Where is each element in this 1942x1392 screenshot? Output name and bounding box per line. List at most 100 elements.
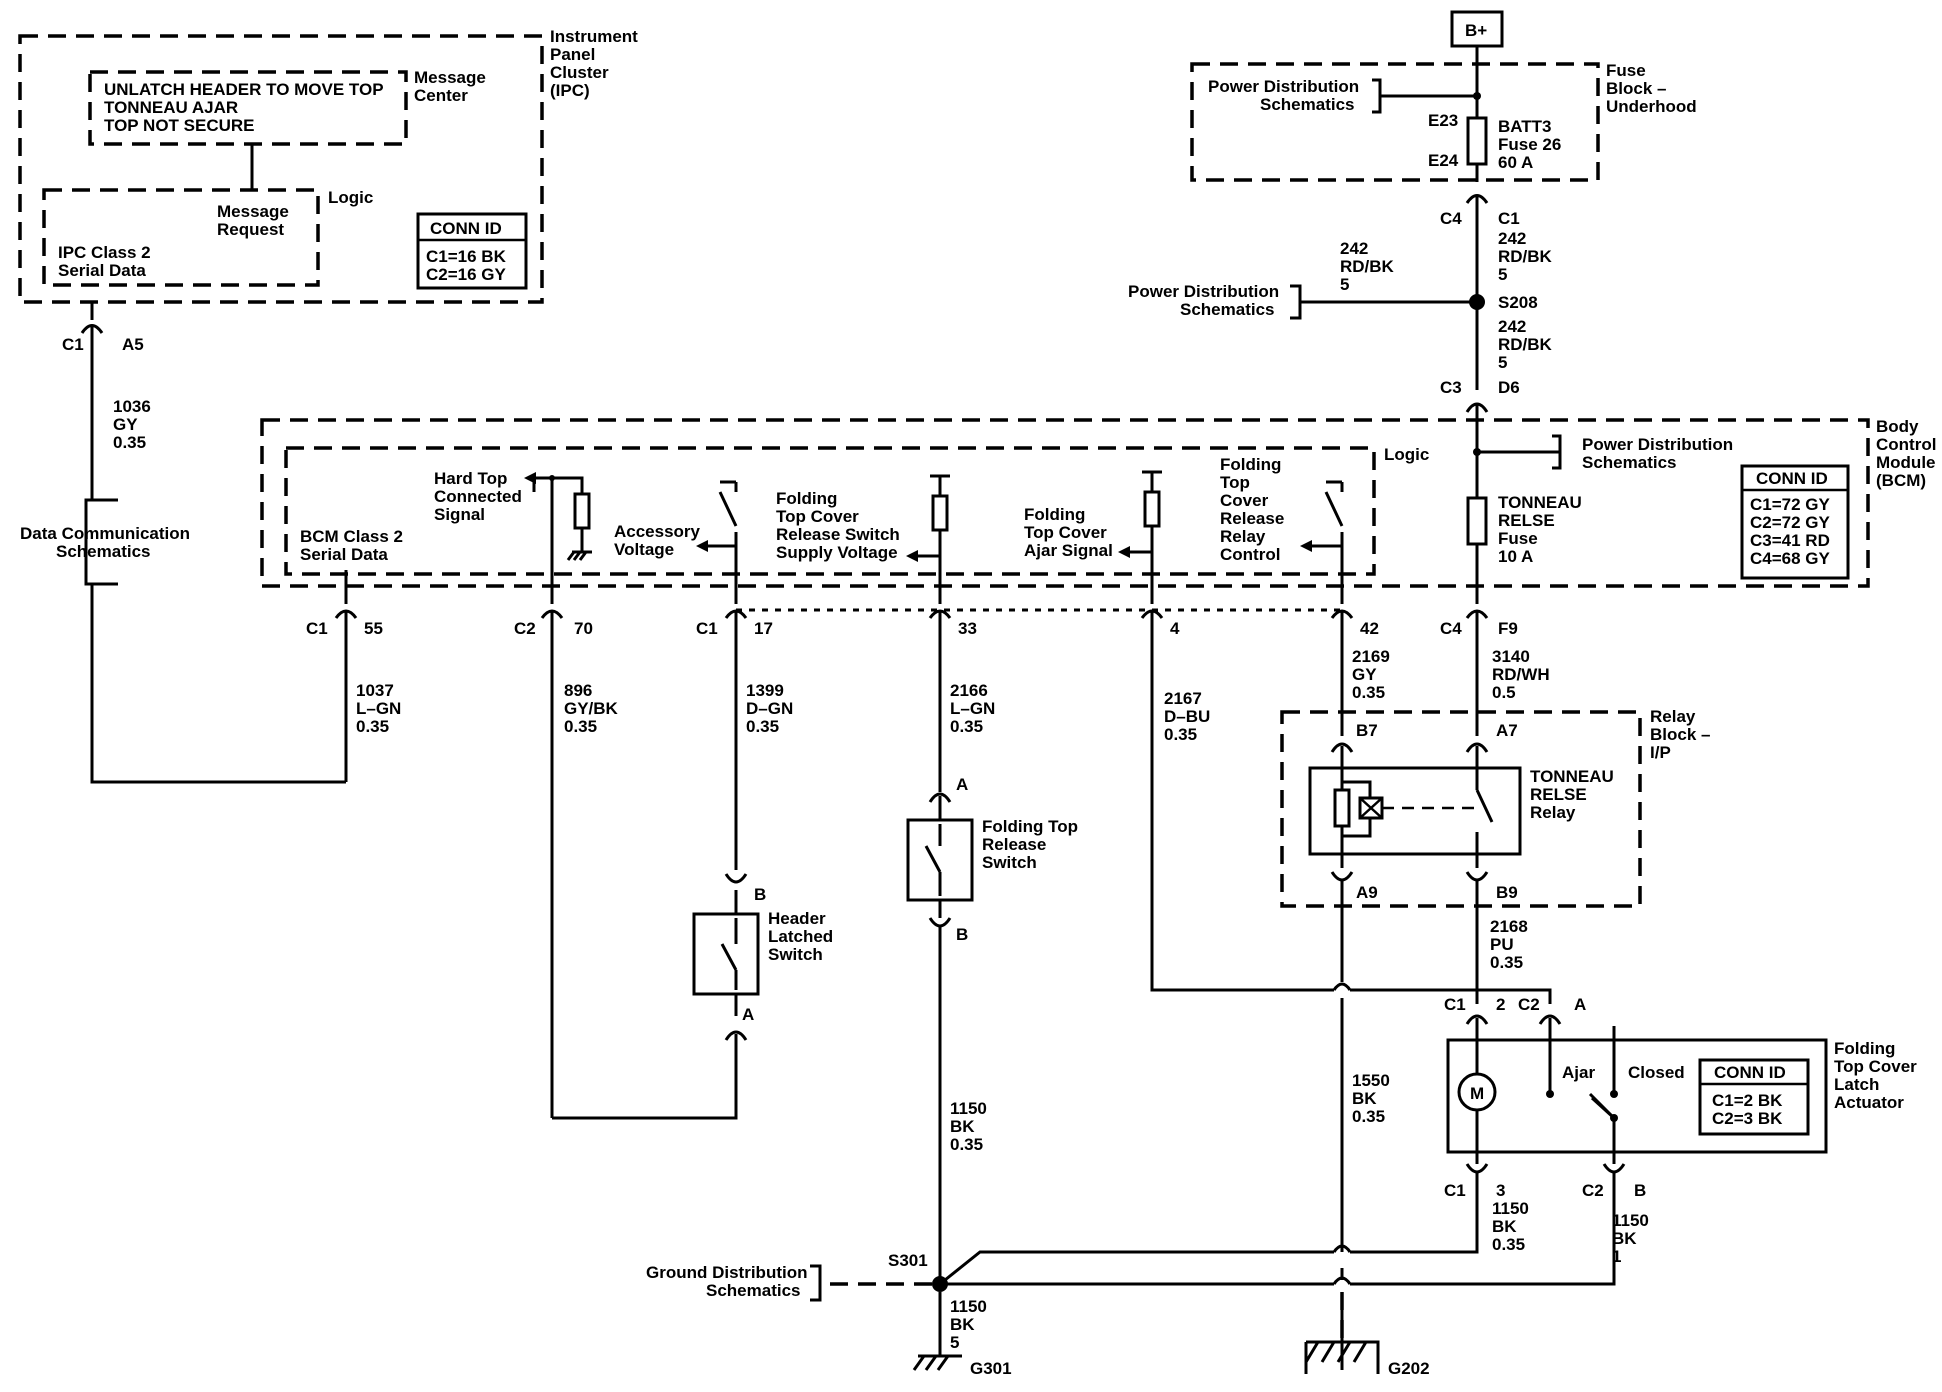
svg-text:Actuator: Actuator: [1834, 1093, 1904, 1112]
release-supply-line: [912, 474, 950, 604]
svg-text:Power Distribution: Power Distribution: [1128, 282, 1279, 301]
svg-text:Relay: Relay: [1530, 803, 1576, 822]
svg-text:RD/WH: RD/WH: [1492, 665, 1550, 684]
svg-text:5: 5: [1340, 275, 1349, 294]
svg-text:TONNEAU: TONNEAU: [1498, 493, 1582, 512]
svg-text:Panel: Panel: [550, 45, 595, 64]
svg-text:Release: Release: [982, 835, 1046, 854]
actuator-top-connectors: [1465, 1014, 1562, 1025]
svg-text:C4: C4: [1440, 619, 1462, 638]
svg-text:Top: Top: [1220, 473, 1250, 492]
svg-text:4: 4: [1170, 619, 1180, 638]
ajar-signal-arrow-icon: [1118, 546, 1130, 558]
relay-block-title: Relay Block – I/P: [1650, 707, 1710, 762]
svg-text:5: 5: [950, 1333, 959, 1352]
relay-bottom-connectors: [1330, 854, 1489, 882]
svg-text:Folding: Folding: [1834, 1039, 1895, 1058]
svg-text:Underhood: Underhood: [1606, 97, 1697, 116]
wire-1150c-label: 1150 BK 1: [1612, 1211, 1649, 1266]
svg-text:1: 1: [1612, 1247, 1621, 1266]
release-supply-resistor: [931, 494, 949, 532]
tonneau-relse-fuse: [1466, 496, 1488, 546]
svg-text:0.35: 0.35: [1352, 1107, 1385, 1126]
svg-text:C3=41 RD: C3=41 RD: [1750, 531, 1830, 550]
svg-text:Center: Center: [414, 86, 468, 105]
svg-text:Top Cover: Top Cover: [776, 507, 859, 526]
wire-2167-label: 2167 D–BU 0.35: [1164, 689, 1210, 744]
relay-contact: [1475, 768, 1494, 854]
svg-text:0.35: 0.35: [1490, 953, 1523, 972]
wire-1150a-label: 1150 BK 0.35: [950, 1099, 987, 1154]
bcm-connector-17: C1 17: [696, 609, 773, 870]
svg-text:Fuse: Fuse: [1498, 529, 1538, 548]
svg-text:Ground Distribution: Ground Distribution: [646, 1263, 807, 1282]
svg-text:Instrument: Instrument: [550, 27, 638, 46]
actuator-pin-a: A: [1574, 995, 1586, 1014]
hard-top-resistor: [573, 492, 591, 530]
svg-text:1037: 1037: [356, 681, 394, 700]
ipc-serial-data-label: IPC Class 2 Serial Data: [58, 243, 151, 280]
svg-text:BK: BK: [950, 1315, 975, 1334]
svg-text:Request: Request: [217, 220, 284, 239]
svg-text:CONN ID: CONN ID: [1714, 1063, 1786, 1082]
svg-text:GY: GY: [113, 415, 138, 434]
actuator-pin-c1-bottom: C1: [1444, 1181, 1466, 1200]
svg-text:Release: Release: [1220, 509, 1284, 528]
splice-s301: [932, 1276, 948, 1292]
svg-text:Switch: Switch: [768, 945, 823, 964]
bcm-module-outline: [260, 418, 1870, 588]
svg-text:Top Cover: Top Cover: [1834, 1057, 1917, 1076]
wire-1150d-label: 1150 BK 5: [950, 1297, 987, 1352]
fuse-block-pd-ref: Power Distribution Schematics: [1208, 77, 1359, 114]
svg-text:Module: Module: [1876, 453, 1936, 472]
actuator-title: Folding Top Cover Latch Actuator: [1834, 1039, 1917, 1112]
svg-text:TONNEAU AJAR: TONNEAU AJAR: [104, 98, 238, 117]
svg-text:0.35: 0.35: [950, 717, 983, 736]
relay-pin-b7: B7: [1356, 721, 1378, 740]
bcm-serial-data-label: BCM Class 2 Serial Data: [300, 527, 403, 564]
svg-text:RELSE: RELSE: [1498, 511, 1555, 530]
svg-text:Block –: Block –: [1650, 725, 1710, 744]
svg-text:Control: Control: [1220, 545, 1280, 564]
wire-1037-label: 1037 L–GN 0.35: [356, 681, 401, 736]
wire-1150a-path: [928, 917, 952, 1284]
release-supply-arrow-icon: [906, 550, 918, 562]
g301-ground-icon: [912, 1292, 962, 1371]
svg-text:(IPC): (IPC): [550, 81, 590, 100]
svg-text:C1=16 BK: C1=16 BK: [426, 247, 507, 266]
svg-text:IPC Class 2: IPC Class 2: [58, 243, 151, 262]
actuator-closed-label: Closed: [1628, 1063, 1685, 1082]
bcm-title: Body Control Module (BCM): [1876, 417, 1936, 490]
svg-text:Folding: Folding: [1220, 455, 1281, 474]
svg-text:TONNEAU: TONNEAU: [1530, 767, 1614, 786]
g301-label: G301: [970, 1359, 1012, 1378]
svg-text:RD/BK: RD/BK: [1498, 247, 1553, 266]
bcm-connector-33: 33: [928, 609, 977, 792]
fuse-out-connector-pin: C1: [1498, 209, 1520, 228]
message-center-messages: UNLATCH HEADER TO MOVE TOP TONNEAU AJAR …: [104, 80, 384, 135]
s208-pd-ref: Power Distribution Schematics: [1128, 282, 1279, 319]
batt3-fuse: [1466, 116, 1488, 166]
splice-s208-label: S208: [1498, 293, 1538, 312]
relay-control-switch: [1306, 480, 1344, 604]
bcm-connector-42: 42: [1330, 609, 1379, 736]
bcm-logic-box: [284, 446, 1376, 576]
actuator-pin-c2-bottom: C2: [1582, 1181, 1604, 1200]
bcm-connector-f9: C4 F9: [1440, 609, 1518, 736]
svg-text:Schematics: Schematics: [1180, 300, 1275, 319]
bcm-connector-55: C1 55: [306, 609, 383, 782]
svg-text:BK: BK: [1612, 1229, 1637, 1248]
svg-text:Header: Header: [768, 909, 826, 928]
g202-label: G202: [1388, 1359, 1430, 1378]
svg-text:GY/BK: GY/BK: [564, 699, 619, 718]
data-comm-ref: Data Communication Schematics: [20, 524, 190, 561]
ipc-module-outline: [18, 34, 544, 304]
actuator-pin-c2-top: C2: [1518, 995, 1540, 1014]
wire-242b-label: 242 RD/BK 5: [1498, 317, 1553, 372]
svg-text:Ajar Signal: Ajar Signal: [1024, 541, 1113, 560]
svg-text:Release Switch: Release Switch: [776, 525, 900, 544]
svg-text:2166: 2166: [950, 681, 988, 700]
relay-label: TONNEAU RELSE Relay: [1530, 767, 1614, 822]
svg-text:60 A: 60 A: [1498, 153, 1533, 172]
